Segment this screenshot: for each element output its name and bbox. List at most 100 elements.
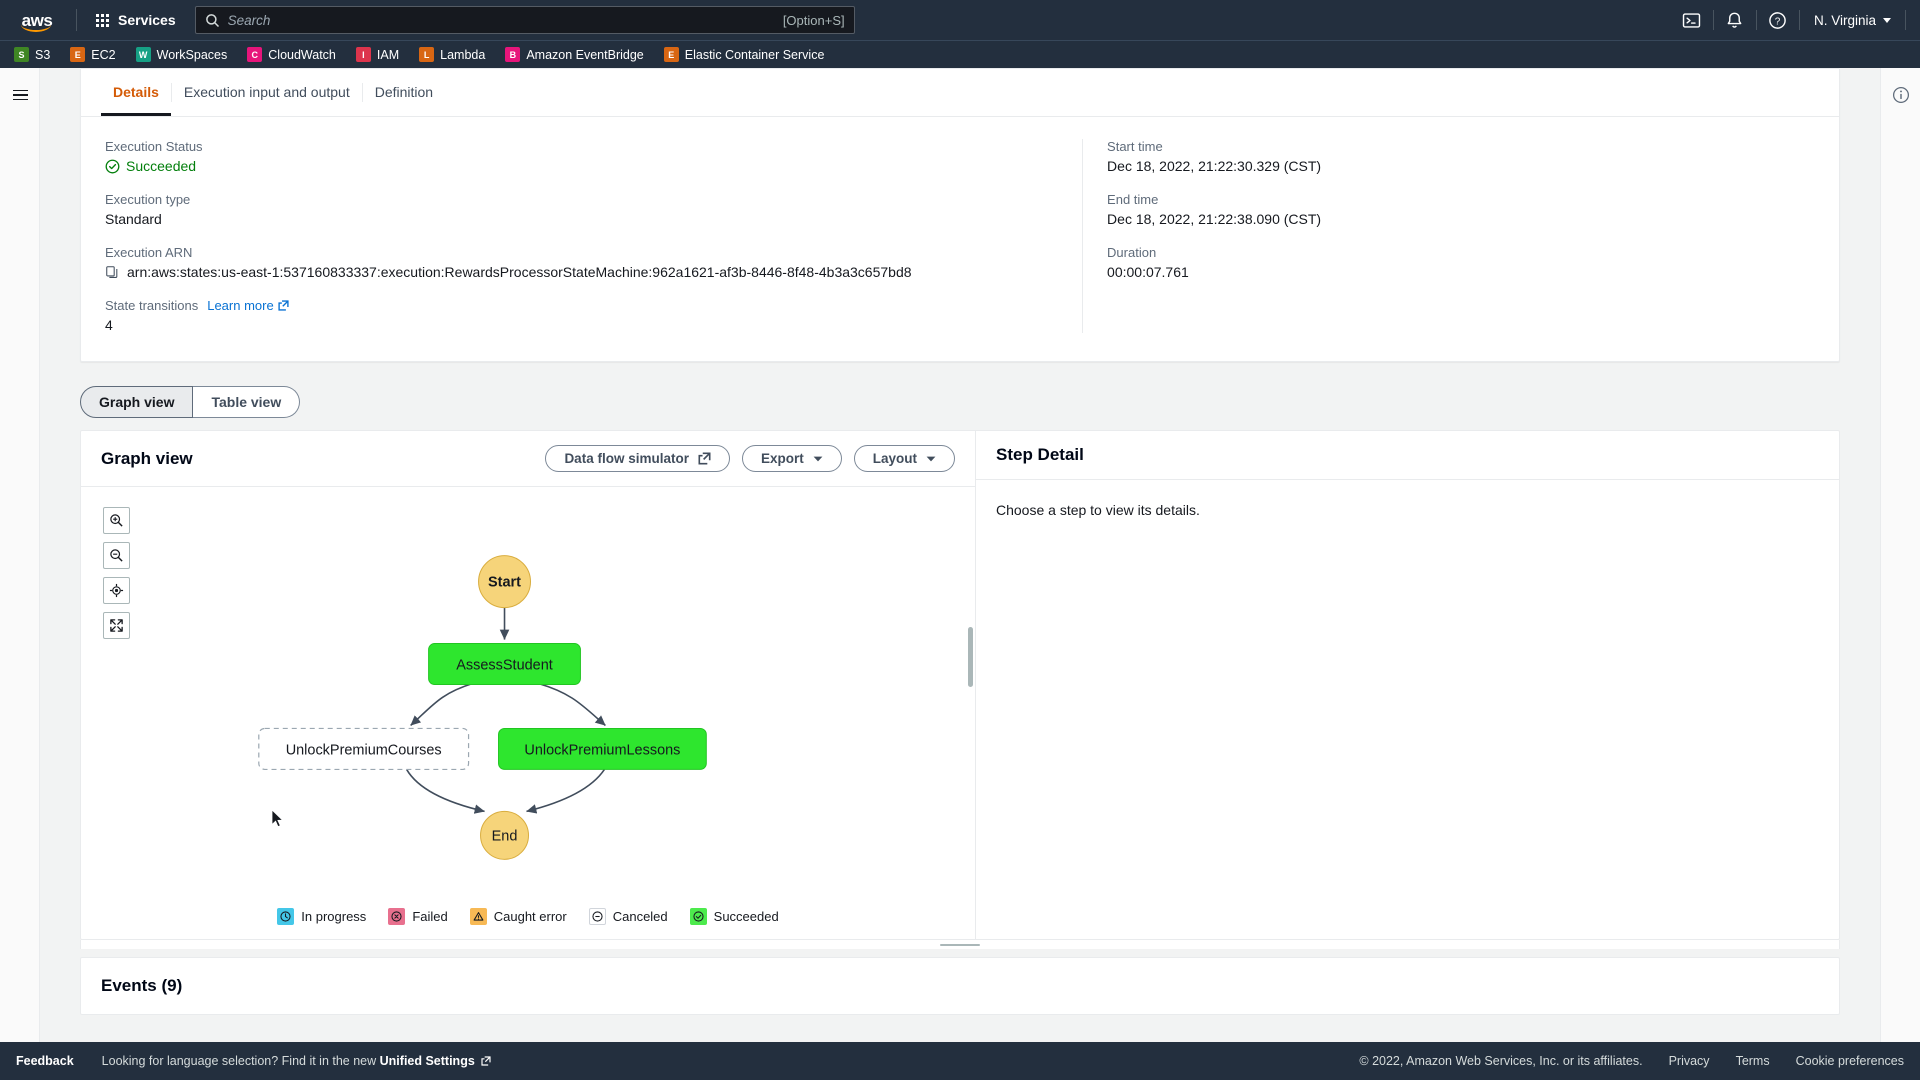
mouse-cursor (271, 809, 284, 828)
sidebar-toggle-button[interactable] (0, 80, 40, 110)
detail-label: Execution Status (105, 139, 1058, 154)
detail-label-text: Execution ARN (105, 245, 193, 260)
favorite-label: CloudWatch (268, 47, 336, 62)
unified-settings-link[interactable]: Unified Settings (379, 1054, 475, 1068)
graph-node-unlock-premium-lessons[interactable]: UnlockPremiumLessons (498, 727, 707, 770)
arn-value-row: arn:aws:states:us-east-1:537160833337:ex… (105, 264, 1058, 280)
help-button[interactable]: ? (1757, 0, 1799, 40)
favorite-label: Lambda (440, 47, 486, 62)
external-link-icon (698, 452, 711, 465)
minus-circle-icon (588, 908, 606, 925)
graph-canvas[interactable]: Start AssessStudent UnlockPremiumCourses (81, 487, 975, 898)
hamburger-icon (12, 89, 28, 101)
services-menu-button[interactable]: Services (87, 6, 185, 34)
detail-label: Execution ARN (105, 245, 1058, 260)
tab-definition[interactable]: Definition (374, 84, 434, 100)
graph-node-unlock-premium-courses[interactable]: UnlockPremiumCourses (258, 727, 470, 771)
region-selector[interactable]: N. Virginia (1800, 0, 1905, 40)
state-machine-graph[interactable]: Start AssessStudent UnlockPremiumCourses (81, 487, 975, 898)
service-icon: E (663, 47, 679, 62)
service-icon: S (14, 47, 29, 62)
learn-more-label: Learn more (207, 298, 274, 313)
toggle-table-view[interactable]: Table view (193, 386, 301, 418)
center-focus-icon (109, 583, 124, 598)
aws-logo[interactable]: aws (14, 5, 60, 35)
export-button[interactable]: Export (741, 445, 842, 472)
center-focus-button[interactable] (103, 577, 130, 604)
legend-item-canceled: Canceled (588, 908, 668, 925)
execution-arn-text: arn:aws:states:us-east-1:537160833337:ex… (127, 264, 912, 280)
detail-value: Dec 18, 2022, 21:22:38.090 (CST) (1107, 211, 1322, 227)
service-icon: C (247, 47, 263, 62)
graph-node-assess-student[interactable]: AssessStudent (428, 643, 581, 686)
services-label: Services (118, 12, 176, 28)
execution-details-card: Details Execution input and output Definit… (80, 68, 1840, 362)
main-content: Details Execution input and output Definit… (40, 68, 1880, 1042)
favorite-cloudwatch[interactable]: C CloudWatch (247, 47, 336, 62)
button-label: Data flow simulator (564, 451, 689, 466)
favorite-label: Elastic Container Service (684, 47, 825, 62)
legend-label: Succeeded (713, 909, 779, 924)
learn-more-link[interactable]: Learn more (207, 298, 289, 313)
zoom-out-button[interactable] (103, 542, 130, 569)
graph-panel-resize-handle[interactable] (80, 940, 1840, 949)
notifications-button[interactable] (1714, 0, 1756, 40)
legend-label: In progress (301, 909, 367, 924)
graph-zoom-tools (103, 507, 130, 639)
help-question-icon: ? (1769, 11, 1787, 29)
service-icon: I (355, 47, 371, 62)
search-input[interactable] (227, 12, 775, 28)
top-navigation-bar: aws Services [Option+S] (0, 0, 1920, 40)
tab-execution-input-and-output[interactable]: Execution input and output (183, 84, 350, 100)
favorite-elastic-container-service[interactable]: E Elastic Container Service (663, 47, 825, 62)
fit-to-screen-button[interactable] (103, 612, 130, 639)
edge-lessons-to-end (526, 768, 606, 814)
cookie-preferences-link[interactable]: Cookie preferences (1795, 1054, 1904, 1068)
language-settings-notice: Looking for language selection? Find it … (102, 1054, 492, 1068)
legend-item-failed: Failed (388, 908, 448, 925)
graph-node-start[interactable]: Start (478, 555, 531, 609)
layout-button[interactable]: Layout (853, 445, 955, 472)
svg-text:?: ? (1775, 16, 1781, 27)
warning-triangle-icon (469, 908, 487, 925)
zoom-in-button[interactable] (103, 507, 130, 534)
favorite-label: EC2 (91, 47, 116, 62)
service-icon: W (135, 47, 151, 62)
button-label: Export (760, 451, 804, 466)
help-panel-button[interactable] (1881, 80, 1920, 110)
toggle-graph-view[interactable]: Graph view (80, 386, 194, 418)
cloudshell-button[interactable] (1671, 0, 1713, 40)
chevron-down-icon (1883, 17, 1891, 23)
data-flow-simulator-button[interactable]: Data flow simulator (545, 445, 730, 472)
nav-separator-2 (1755, 10, 1757, 30)
legend-item-caught-error: Caught error (469, 908, 567, 925)
graph-vertical-scrollbar[interactable] (968, 627, 973, 687)
tab-details[interactable]: Details (101, 69, 171, 116)
feedback-link[interactable]: Feedback (16, 1054, 74, 1068)
graph-node-unlock-premium-courses-label: UnlockPremiumCourses (286, 742, 442, 758)
aws-logo-smile (21, 23, 51, 32)
graph-node-end[interactable]: End (480, 810, 529, 860)
edge-courses-to-end (405, 769, 485, 814)
legend-label: Failed (412, 909, 448, 924)
global-search-box[interactable]: [Option+S] (194, 6, 855, 34)
detail-value: 00:00:07.761 (1107, 264, 1189, 280)
resize-grip-icon (940, 943, 980, 946)
nav-separator-3 (1798, 10, 1800, 30)
privacy-link[interactable]: Privacy (1668, 1054, 1710, 1068)
terms-link[interactable]: Terms (1735, 1054, 1770, 1068)
tab-separator (361, 83, 363, 102)
copy-icon[interactable] (105, 265, 119, 279)
